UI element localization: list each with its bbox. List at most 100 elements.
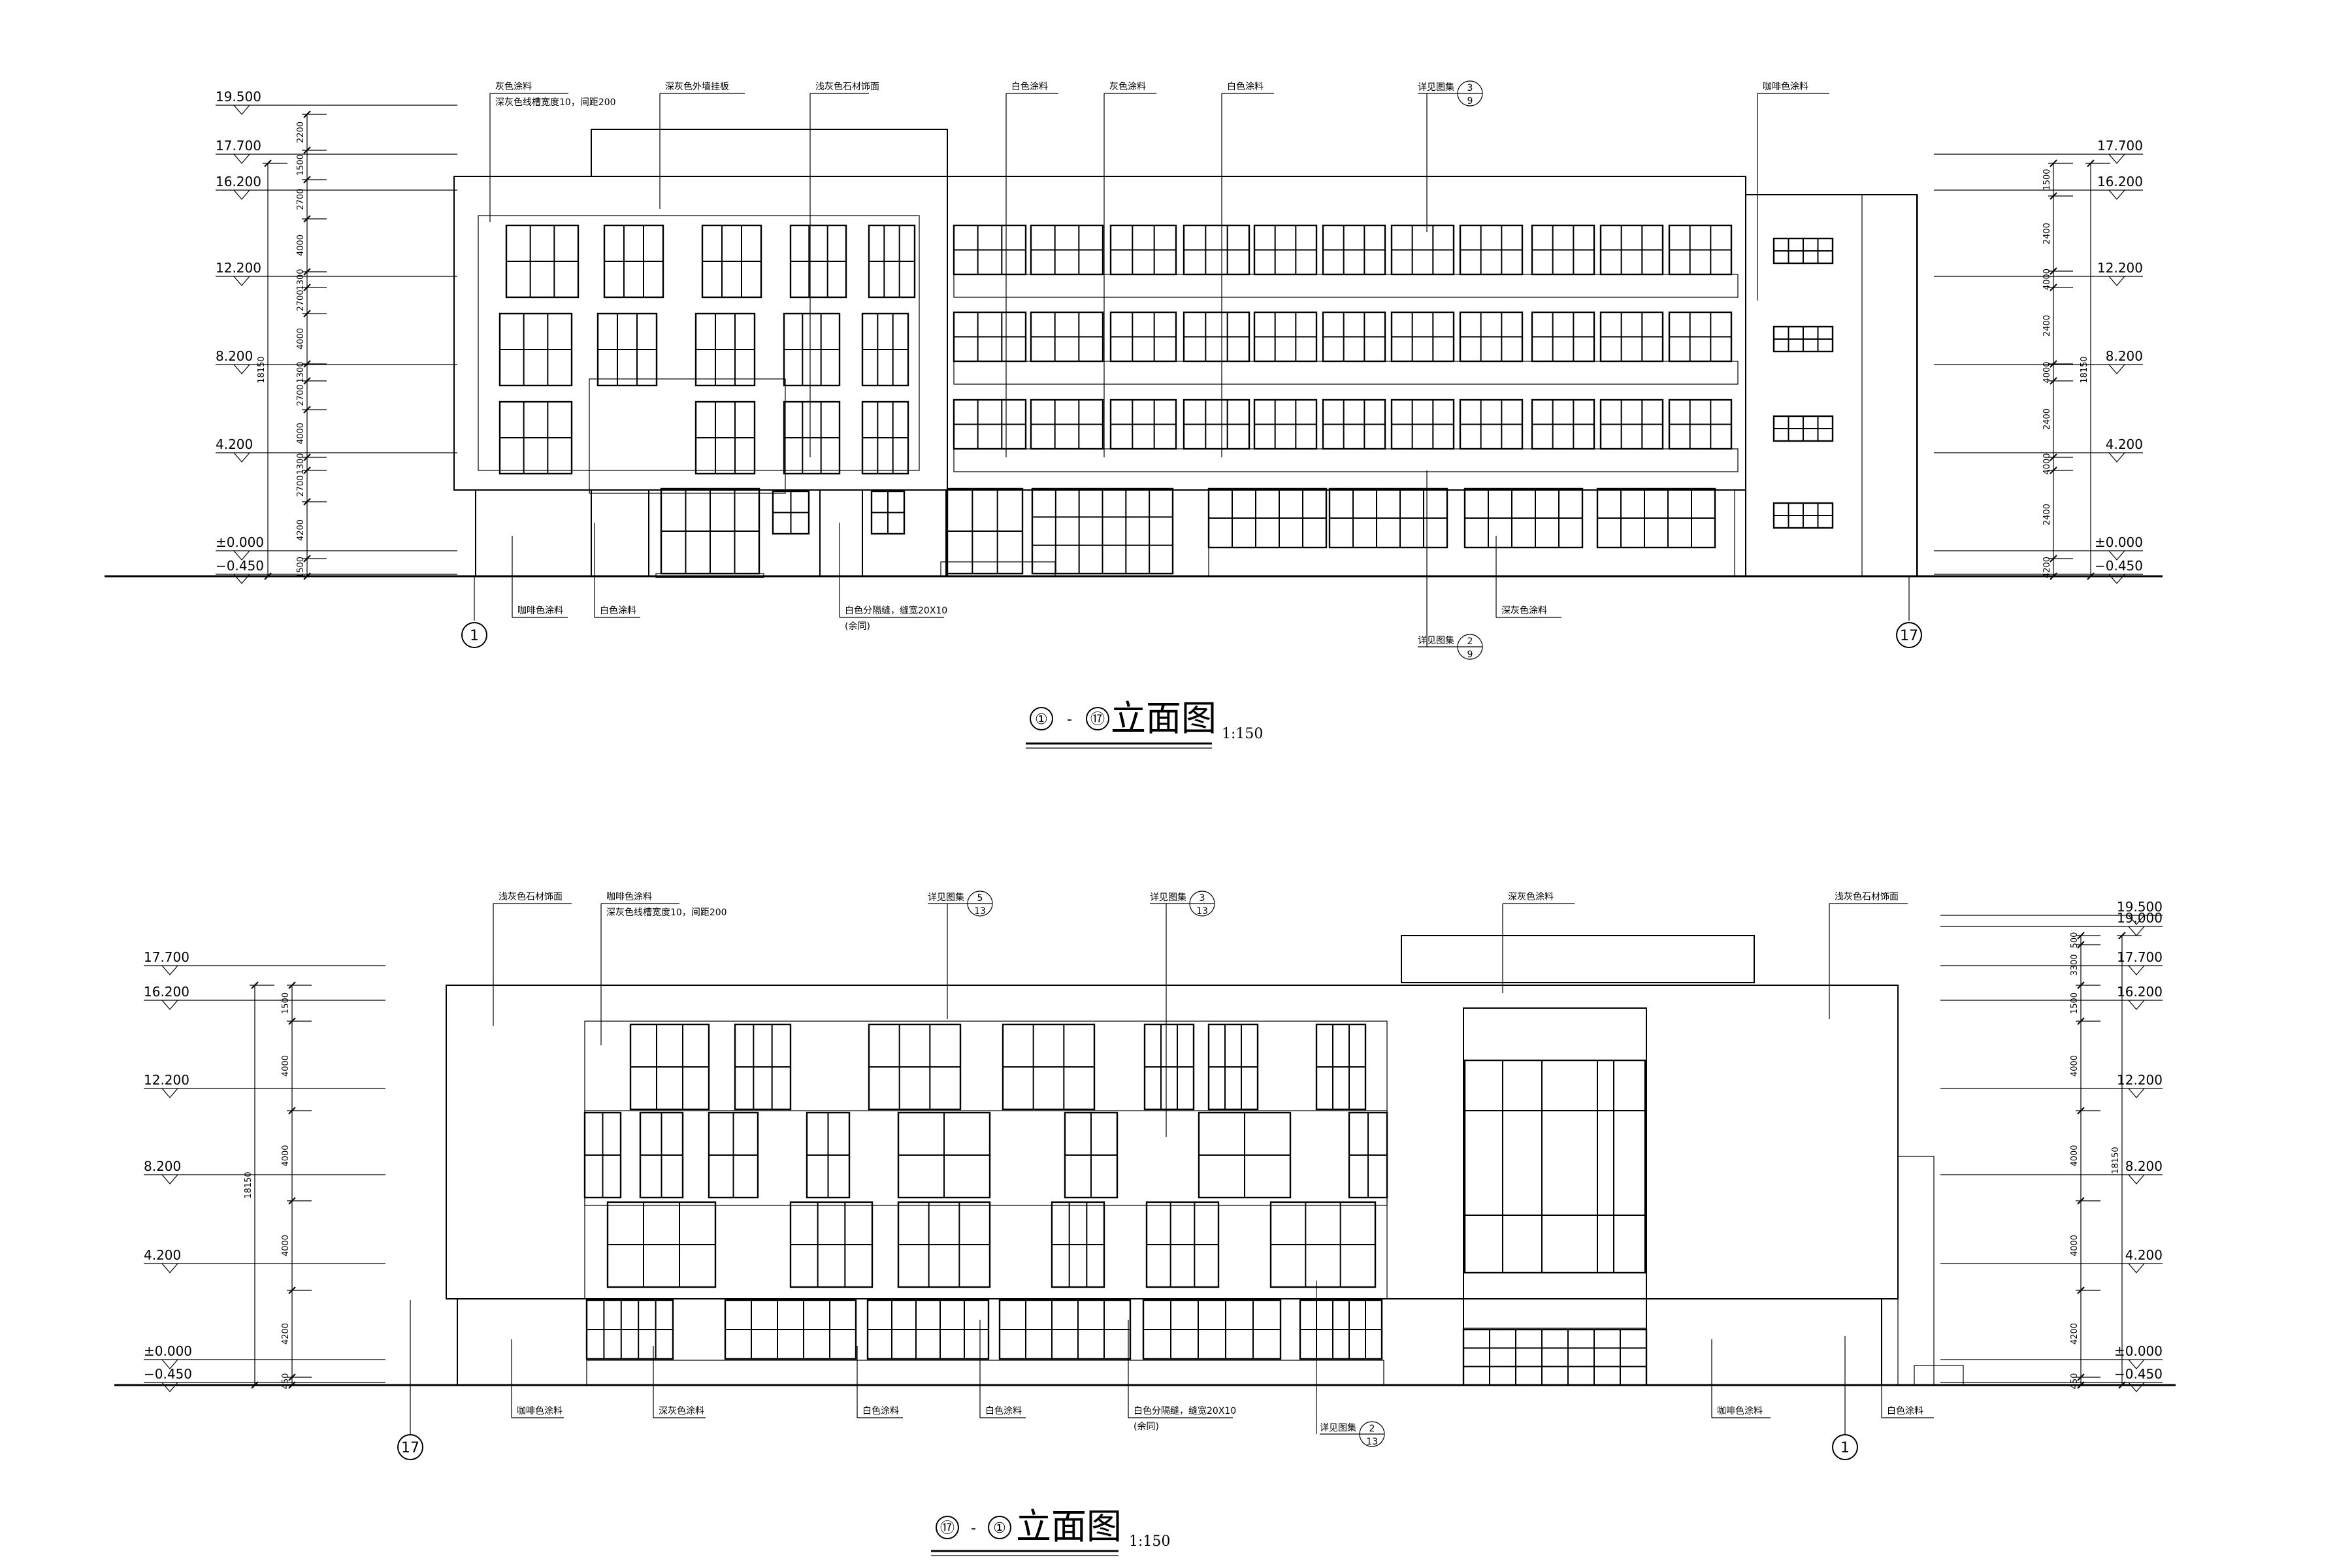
note-text: 深灰色外墙挂板 — [665, 81, 729, 92]
note-subtext: (余同) — [1134, 1421, 1159, 1432]
axis-bubble-left — [461, 622, 487, 648]
material-note: 浅灰色石材饰面 — [809, 81, 879, 457]
curtain-wall-bay — [1463, 1007, 1647, 1299]
window — [1772, 237, 1834, 265]
detail-sheet: 13 — [1366, 1437, 1378, 1447]
level-value: −0.450 — [2114, 1366, 2163, 1382]
main-ground-floor — [947, 489, 1746, 577]
level-marker: 8.200 — [1934, 348, 2143, 374]
tick — [303, 406, 311, 414]
window — [583, 1111, 622, 1199]
material-note: 白色涂料 — [594, 523, 640, 618]
window — [861, 312, 909, 387]
stair-tower-roof — [591, 129, 948, 177]
dimension-value: 4000 — [296, 423, 306, 444]
level-markers-left: 19.50017.70016.20012.2008.2004.200±0.000… — [216, 89, 457, 584]
tick — [303, 377, 311, 385]
dimension-value: 18150 — [2111, 1147, 2121, 1173]
window — [868, 1023, 962, 1111]
tick — [2050, 555, 2057, 563]
level-value: 4.200 — [216, 436, 253, 452]
note-text: 咖啡色涂料 — [1717, 1405, 1763, 1416]
dimension-value: 1500 — [296, 557, 306, 578]
tick — [288, 1197, 296, 1205]
window — [694, 312, 756, 387]
window — [1109, 311, 1177, 363]
dimension-value: 4200 — [281, 1323, 291, 1345]
window — [1772, 325, 1834, 353]
tick — [2077, 1017, 2085, 1025]
window — [1299, 1299, 1383, 1360]
svg-text:①: ① — [993, 1520, 1006, 1537]
dimension-chain-left: 2200150027004000130027004000130027004000… — [257, 110, 327, 580]
level-value: 12.200 — [2117, 1072, 2163, 1088]
tick — [2050, 466, 2057, 474]
window — [870, 490, 906, 535]
window — [1772, 502, 1834, 529]
window — [1322, 311, 1386, 363]
entry-steps — [655, 573, 764, 578]
window — [953, 224, 1027, 276]
main-ground-base — [1208, 489, 1735, 577]
level-marker: 17.700 — [144, 949, 385, 975]
tick — [2050, 377, 2057, 385]
window — [866, 1299, 990, 1360]
dimension-value: 2700 — [296, 475, 306, 497]
window — [1463, 487, 1584, 549]
material-note: 咖啡色涂料 — [512, 536, 568, 618]
level-marker: −0.450 — [1934, 558, 2143, 584]
svg-text:-: - — [1067, 711, 1072, 728]
level-value: 12.200 — [144, 1072, 189, 1088]
axis-label-left: 17 — [401, 1440, 419, 1456]
left-block-frame — [453, 176, 948, 491]
dimension-chain-right: 1500240040002400400024004000240042001815… — [2042, 159, 2110, 580]
material-note: 白色涂料 — [1005, 81, 1058, 457]
stair-tower-edge — [1861, 194, 1918, 577]
note-text: 浅灰色石材饰面 — [815, 81, 879, 92]
note-text: 深灰色涂料 — [659, 1405, 704, 1416]
level-marker: 8.200 — [144, 1158, 385, 1184]
level-value: 8.200 — [216, 348, 253, 364]
dimension-chain: 18150 — [257, 159, 287, 580]
material-note: 深灰色涂料 — [653, 1346, 706, 1418]
note-text: 浅灰色石材饰面 — [1835, 891, 1899, 902]
building-facade — [453, 129, 1918, 578]
note-text: 白色分隔缝，缝宽20X10 — [1134, 1405, 1236, 1416]
window — [1668, 311, 1733, 363]
level-marker: 17.700 — [1940, 949, 2163, 975]
level-value: 12.200 — [2097, 260, 2143, 276]
ground-pilaster — [819, 489, 863, 577]
dimension-value: 1300 — [296, 269, 306, 290]
window — [783, 312, 841, 387]
detail-sheet: 13 — [1196, 906, 1208, 917]
dimension-value: 4000 — [2042, 361, 2052, 383]
level-marker: 16.200 — [1934, 174, 2143, 200]
window — [1253, 311, 1318, 363]
tick — [2077, 1373, 2085, 1381]
note-text: 咖啡色涂料 — [606, 891, 652, 902]
level-value: 8.200 — [144, 1158, 181, 1174]
dimension-chain: 18150 — [244, 981, 274, 1389]
level-marker: 4.200 — [144, 1247, 385, 1273]
level-value: 8.200 — [2106, 348, 2143, 364]
level-value: 16.200 — [144, 984, 189, 1000]
entry-steps — [940, 561, 1056, 577]
dimension-value: 4000 — [281, 1055, 291, 1077]
axis-bubble-right — [1896, 622, 1922, 648]
tick — [303, 110, 311, 118]
tick — [288, 1017, 296, 1025]
window — [1599, 311, 1664, 363]
window — [1051, 1201, 1105, 1288]
building-facade — [446, 935, 1964, 1386]
material-note: 咖啡色涂料 — [1711, 1339, 1771, 1418]
elevation-1-17: 19.50017.70016.20012.2008.2004.200±0.000… — [105, 80, 2163, 749]
window — [1772, 415, 1834, 442]
material-note: 白色涂料 — [1881, 1339, 1934, 1418]
window — [1031, 487, 1174, 575]
svg-text:①: ① — [1035, 711, 1048, 728]
